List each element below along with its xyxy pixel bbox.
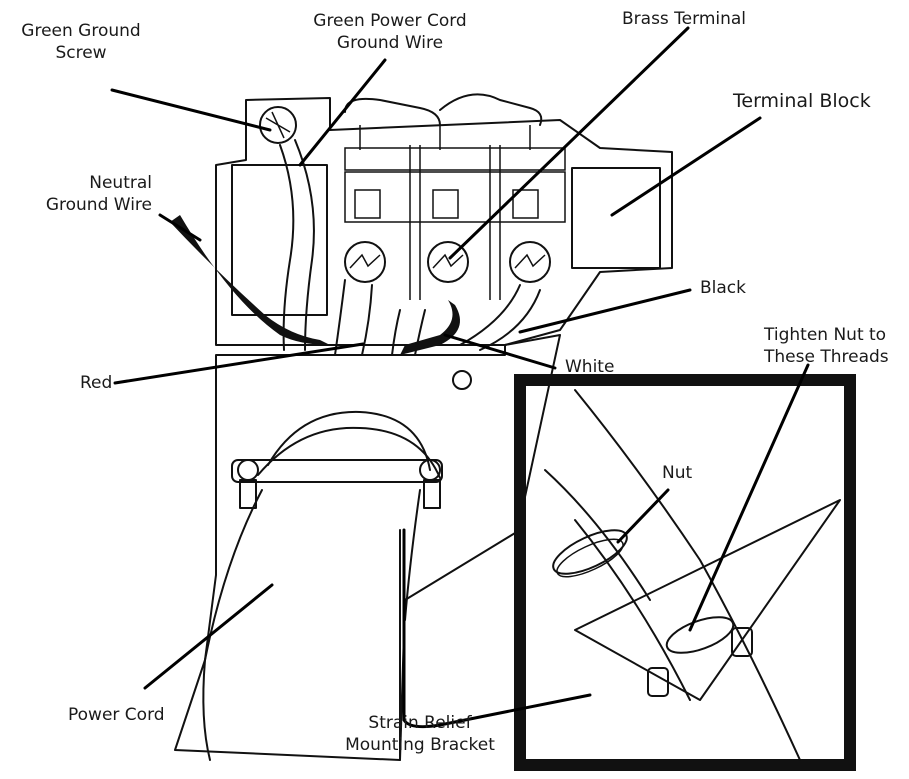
terminal-screw-left: [344, 241, 386, 283]
leader-green-ground-wire: [298, 58, 387, 167]
label-terminal-block: Terminal Block: [733, 90, 871, 112]
inset-detail: [514, 374, 856, 771]
wires: [170, 139, 541, 356]
leader-strain-relief: [402, 528, 592, 729]
label-neutral-ground-wire: Neutral Ground Wire: [45, 173, 152, 215]
label-brass-terminal: Brass Terminal: [622, 9, 747, 29]
mounting-bracket-outline: [174, 334, 561, 761]
leader-black: [518, 288, 692, 334]
leader-power-cord: [143, 583, 274, 690]
strain-relief-clamp: [231, 410, 443, 509]
leader-white: [443, 333, 557, 370]
label-white: White: [565, 357, 615, 377]
green-ground-screw: [259, 106, 297, 144]
label-green-ground-screw: Green Ground Screw: [21, 21, 141, 63]
leader-red: [113, 342, 365, 385]
leader-terminal-block: [610, 116, 762, 217]
terminal-screw-center: [427, 241, 469, 283]
label-red: Red: [80, 373, 113, 393]
label-nut: Nut: [662, 463, 693, 483]
terminal-screw-right: [509, 241, 551, 283]
leader-green-ground-screw: [110, 88, 272, 132]
label-tighten-nut: Tighten Nut to These Threads: [764, 325, 889, 367]
leader-lines: [110, 26, 810, 729]
leader-nut: [616, 488, 670, 544]
leader-neutral-ground-wire: [158, 213, 202, 242]
label-green-power-cord-ground-wire: Green Power Cord Ground Wire: [313, 11, 467, 53]
leader-brass-terminal: [448, 26, 690, 260]
terminal-block-housing: [215, 93, 673, 346]
leader-tighten-nut: [688, 363, 810, 632]
label-power-cord: Power Cord: [68, 705, 165, 725]
label-strain-relief: Strain Relief Mounting Bracket: [345, 713, 495, 755]
label-black: Black: [700, 278, 746, 298]
